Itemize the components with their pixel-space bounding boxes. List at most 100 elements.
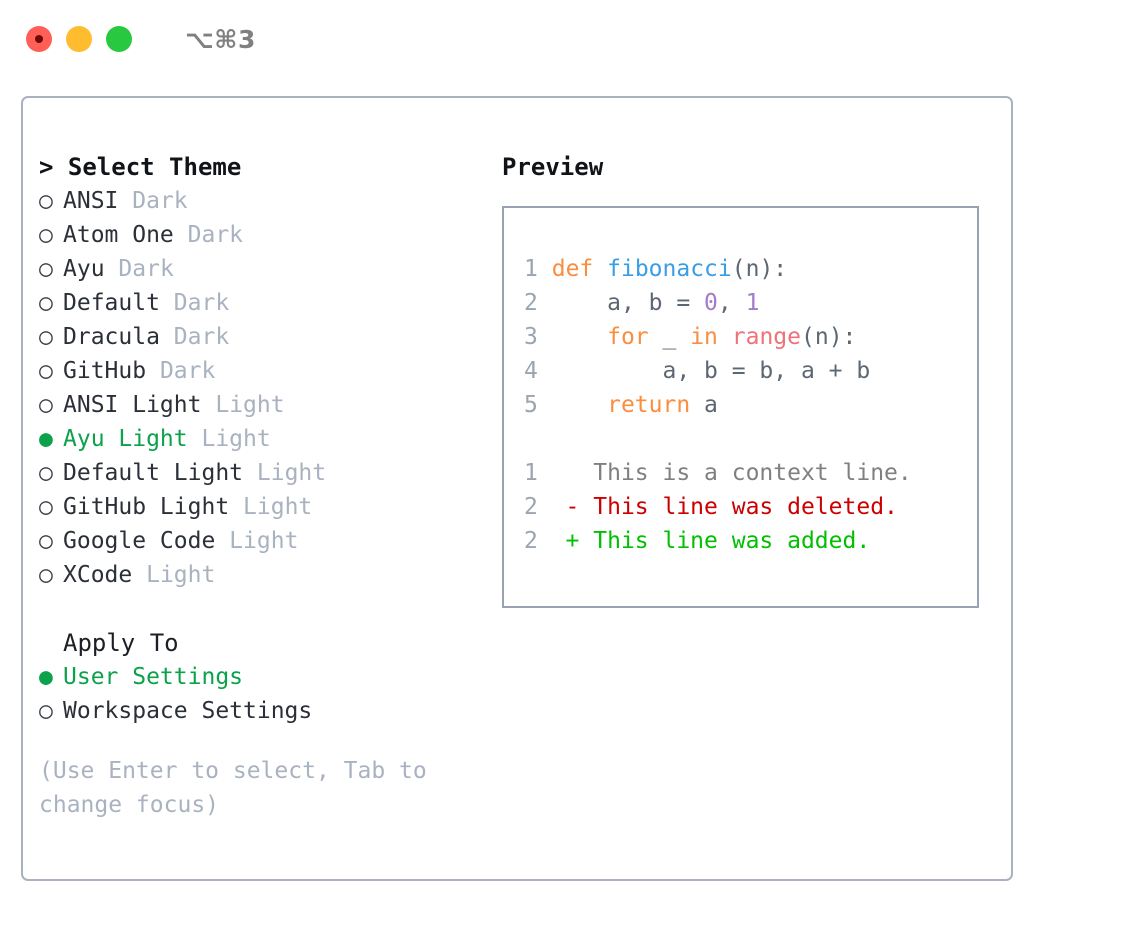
theme-variant-badge: Light [256,460,327,486]
theme-option-google-code[interactable]: ○ Google Code Light [39,524,469,558]
theme-variant-badge: Light [201,426,271,452]
theme-option-list[interactable]: ○ANSI Dark○Atom One Dark○Ayu Dark○Defaul… [39,184,469,592]
keyboard-shortcut-label: ⌥⌘3 [185,24,256,54]
code-token: def [551,256,594,282]
radio-unselected-icon: ○ [39,256,53,282]
line-number: 1 [524,256,538,282]
code-token: , [717,290,746,316]
theme-option-xcode[interactable]: ○ XCode Light [39,558,469,592]
theme-variant-badge: Dark [132,188,188,214]
line-number: 1 [524,460,538,486]
blank-line [524,422,977,456]
close-button[interactable] [26,26,52,52]
theme-list-panel: > Select Theme ○ANSI Dark○Atom One Dark○… [39,150,469,822]
line-number: 5 [524,392,538,418]
radio-unselected-icon: ○ [39,698,53,724]
radio-unselected-icon: ○ [39,222,53,248]
theme-variant-badge: Light [146,562,216,588]
keyboard-hint-text: (Use Enter to select, Tab to change focu… [39,758,441,818]
theme-option-label: Google Code [63,528,216,554]
preview-title: Preview [502,153,604,181]
minimize-button[interactable] [66,26,92,52]
diff-line-text: + This line was added. [537,528,871,554]
theme-option-ansi[interactable]: ○ ANSI Dark [39,184,469,218]
theme-option-label: Ayu [63,256,105,282]
radio-selected-icon: ● [39,664,53,690]
diff-line-del: 2 - This line was deleted. [524,490,977,524]
code-line: 3 for _ in range(n): [524,320,977,354]
theme-variant-badge: Dark [187,222,244,248]
line-number: 2 [524,528,538,554]
theme-option-label: Dracula [63,324,160,350]
theme-variant-badge: Dark [173,290,230,316]
apply-to-option-list[interactable]: ● User Settings ○ Workspace Settings [39,660,469,728]
theme-option-label: ANSI [63,188,119,214]
apply-to-option-label: User Settings [63,664,244,690]
theme-variant-badge: Dark [118,256,174,282]
theme-variant-badge: Light [229,528,299,554]
code-token: in [690,324,718,350]
diff-line-ctx: 1 This is a context line. [524,456,977,490]
theme-variant-badge: Light [215,392,285,418]
radio-unselected-icon: ○ [39,358,53,384]
line-number: 2 [524,290,538,316]
radio-unselected-icon: ○ [39,290,53,316]
code-token [593,256,607,282]
apply-to-option-label: Workspace Settings [63,698,313,724]
line-number: 2 [524,494,538,520]
theme-option-label: GitHub Light [63,494,230,520]
theme-variant-badge: Dark [159,358,216,384]
theme-option-ayu-light[interactable]: ● Ayu Light Light [39,422,469,456]
radio-unselected-icon: ○ [39,460,53,486]
radio-selected-icon: ● [39,426,53,452]
theme-option-github-light[interactable]: ○GitHub Light Light [39,490,469,524]
code-token: a, b = b, a + b [551,358,871,384]
code-token: return [607,392,691,418]
theme-option-label: Atom One [63,222,174,248]
title-bar: ⌥⌘3 [0,0,1140,78]
radio-unselected-icon: ○ [39,188,53,214]
theme-option-atom-one[interactable]: ○ Atom One Dark [39,218,469,252]
theme-option-label: Default Light [63,460,244,486]
theme-picker-dialog: > Select Theme ○ANSI Dark○Atom One Dark○… [21,96,1013,881]
radio-unselected-icon: ○ [39,324,53,350]
line-number: 3 [524,324,538,350]
apply-to-option-workspace-settings[interactable]: ○ Workspace Settings [39,694,469,728]
theme-option-ansi-light[interactable]: ○ ANSI Light Light [39,388,469,422]
theme-option-label: ANSI Light [63,392,202,418]
apply-to-option-user-settings[interactable]: ● User Settings [39,660,469,694]
code-token: (n): [801,324,857,350]
code-token [552,392,607,418]
radio-unselected-icon: ○ [39,392,53,418]
theme-option-dracula[interactable]: ○ Dracula Dark [39,320,469,354]
code-token: _ [648,324,691,350]
theme-option-label: Ayu Light [63,426,188,452]
select-theme-header: > Select Theme [39,153,242,181]
radio-unselected-icon: ○ [39,494,53,520]
radio-unselected-icon: ○ [39,562,53,588]
radio-unselected-icon: ○ [39,528,53,554]
theme-option-github[interactable]: ○GitHub Dark [39,354,469,388]
code-token: 0 [704,290,718,316]
section-spacer [39,592,469,626]
theme-option-ayu[interactable]: ○ Ayu Dark [39,252,469,286]
code-token: fibonacci [607,256,732,282]
maximize-button[interactable] [106,26,132,52]
code-token: a, b = [551,290,705,316]
code-token [552,324,607,350]
diff-sample: 1 This is a context line.2 - This line w… [524,456,977,558]
code-token: a [690,392,718,418]
theme-variant-badge: Dark [173,324,230,350]
line-number: 4 [524,358,538,384]
code-line: 5 return a [524,388,977,422]
code-token: 1 [745,290,760,316]
code-token: range [731,324,802,350]
diff-line-add: 2 + This line was added. [524,524,977,558]
theme-option-label: XCode [63,562,133,588]
theme-option-default[interactable]: ○Default Dark [39,286,469,320]
theme-option-default-light[interactable]: ○ Default Light Light [39,456,469,490]
code-line: 1 def fibonacci(n): [524,252,977,286]
diff-line-text: This is a context line. [537,460,912,486]
